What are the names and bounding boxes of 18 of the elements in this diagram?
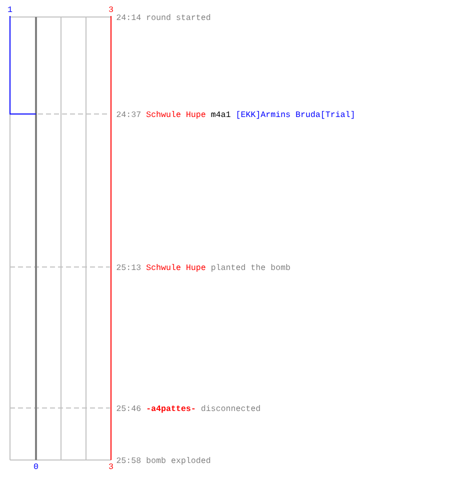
timestamp: 24:14 bbox=[116, 14, 141, 20]
event-text: disconnected bbox=[201, 405, 260, 412]
player-name: [EKK]Armins Bruda[Trial] bbox=[237, 111, 354, 119]
axis-tick-label: 3 bbox=[109, 463, 113, 470]
event-text: planted the bomb bbox=[212, 264, 290, 272]
timestamp: 25:58 bbox=[116, 457, 141, 464]
event-text: bomb exploded bbox=[146, 457, 210, 465]
event-text: round started bbox=[147, 14, 210, 20]
timestamp: 25:13 bbox=[116, 264, 141, 270]
timestamp: 24:37 bbox=[116, 111, 140, 118]
axis-tick-label: 1 bbox=[8, 6, 12, 12]
player-name: Schwule Hupe bbox=[146, 264, 206, 272]
timestamp: 25:46 bbox=[116, 405, 141, 412]
axis-tick-label: 3 bbox=[109, 6, 113, 12]
player-name: Schwule Hupe bbox=[146, 111, 206, 119]
player-name: -a4pattes- bbox=[147, 405, 195, 413]
axis-tick-label: 0 bbox=[34, 463, 38, 470]
weapon-name: m4a1 bbox=[211, 112, 230, 118]
